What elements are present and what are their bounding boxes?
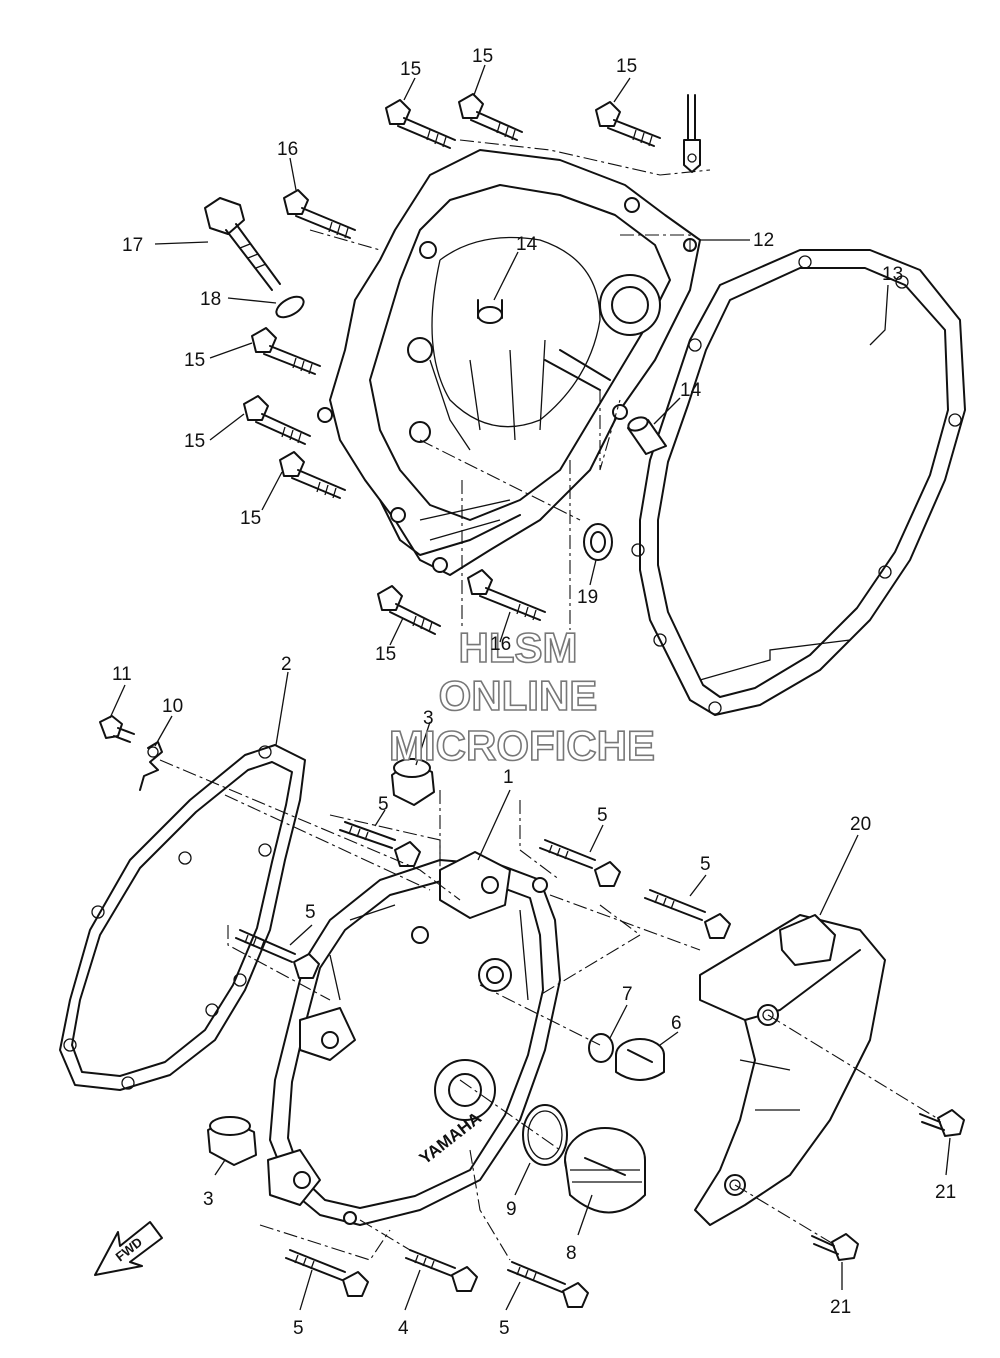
bolt-16-top xyxy=(283,189,356,239)
bolt-5-e xyxy=(285,1249,369,1297)
callout-5: 5 xyxy=(499,1318,510,1339)
bolt-15-left-2 xyxy=(243,395,311,445)
bolt-15-top-left xyxy=(385,99,456,149)
bolt-5-d xyxy=(235,929,320,979)
o-ring-7 xyxy=(588,1033,614,1063)
dowel-pin-14-right xyxy=(627,416,667,455)
callout-9: 9 xyxy=(506,1199,517,1220)
callout-1: 1 xyxy=(503,767,514,788)
bolt-15-top-mid xyxy=(458,93,523,141)
plug-8 xyxy=(564,1127,646,1214)
callout-3: 3 xyxy=(423,708,434,729)
callout-20: 20 xyxy=(850,814,871,835)
callout-5: 5 xyxy=(305,902,316,923)
bolt-5-a xyxy=(339,821,421,867)
callout-10: 10 xyxy=(162,696,183,717)
bolt-5-f xyxy=(507,1261,589,1308)
callout-2: 2 xyxy=(281,654,292,675)
bolt-15-top-right xyxy=(595,101,661,147)
crankcase-cover-12 xyxy=(317,149,701,576)
bolt-21-top xyxy=(919,1109,965,1137)
watermark-line-2: ONLINE xyxy=(439,672,598,719)
callout-15: 15 xyxy=(616,56,637,77)
bolt-15-left-3 xyxy=(279,451,346,499)
dowel-3-bottom xyxy=(207,1116,257,1166)
clip-10 xyxy=(139,741,163,791)
bolt-16-bottom xyxy=(467,569,546,621)
callout-15: 15 xyxy=(240,508,261,529)
callout-21: 21 xyxy=(935,1182,956,1203)
callout-14: 14 xyxy=(680,380,702,401)
plug-6 xyxy=(615,1038,665,1081)
dowel-3-top xyxy=(391,758,435,806)
o-ring-9 xyxy=(522,1104,568,1166)
bolt-5-b xyxy=(539,839,621,887)
callout-17: 17 xyxy=(122,235,143,256)
wire-clamp xyxy=(683,94,701,173)
watermark: HLSM ONLINE MICROFICHE xyxy=(388,623,656,770)
callout-15: 15 xyxy=(184,350,205,371)
callout-7: 7 xyxy=(622,984,633,1005)
callout-12: 12 xyxy=(753,230,774,251)
callout-16: 16 xyxy=(277,139,298,160)
callout-19: 19 xyxy=(577,587,598,608)
fwd-arrow-icon: FWD xyxy=(94,1221,163,1276)
gasket-2 xyxy=(59,744,306,1091)
callout-18: 18 xyxy=(200,289,221,310)
o-ring-18 xyxy=(275,295,305,319)
bolt-11 xyxy=(99,715,135,743)
oil-filler-plug-17 xyxy=(204,197,281,291)
callout-5: 5 xyxy=(597,805,608,826)
callout-15: 15 xyxy=(375,644,396,665)
callout-16: 16 xyxy=(490,634,511,655)
callout-8: 8 xyxy=(566,1243,577,1264)
bolt-15-bottom xyxy=(377,585,441,635)
callout-14: 14 xyxy=(516,234,538,255)
gasket-13 xyxy=(631,249,966,716)
callout-5: 5 xyxy=(378,794,389,815)
watermark-line-3: MICROFICHE xyxy=(389,722,655,769)
callout-21: 21 xyxy=(830,1297,851,1318)
watermark-line-1: HLSM xyxy=(459,624,578,671)
crankcase-cover-1: YAMAHA xyxy=(267,851,561,1226)
callout-4: 4 xyxy=(398,1318,409,1339)
bolt-21-bottom xyxy=(811,1233,859,1261)
bolt-4 xyxy=(405,1249,478,1292)
oil-seal-19 xyxy=(583,523,613,561)
cover-20 xyxy=(694,914,886,1226)
callout-11: 11 xyxy=(112,664,132,685)
callout-15: 15 xyxy=(472,46,493,67)
bolt-5-c xyxy=(644,889,731,939)
callout-6: 6 xyxy=(671,1013,682,1034)
bolt-15-left-1 xyxy=(251,327,321,375)
callout-5: 5 xyxy=(700,854,711,875)
callout-5: 5 xyxy=(293,1318,304,1339)
callout-labels: 15 15 15 16 17 12 14 18 13 15 14 15 15 1… xyxy=(112,46,956,1339)
callout-15: 15 xyxy=(400,59,421,80)
callout-13: 13 xyxy=(882,264,903,285)
callout-3: 3 xyxy=(203,1189,214,1210)
callout-15: 15 xyxy=(184,431,205,452)
